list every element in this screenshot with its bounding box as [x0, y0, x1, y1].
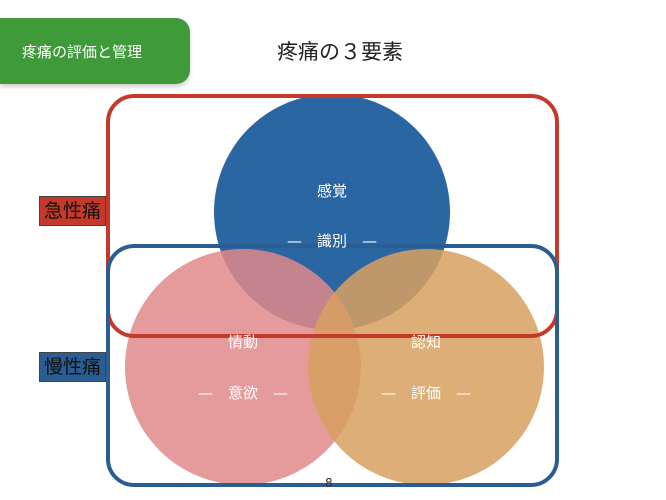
chronic-pain-label: 慢性痛	[39, 352, 107, 382]
acute-pain-label: 急性痛	[39, 196, 107, 226]
section-tab: 疼痛の評価と管理	[0, 18, 190, 84]
emotion-circle	[125, 249, 361, 485]
slide-title: 疼痛の３要素	[277, 40, 403, 64]
sensory-subtitle: — 識別 —	[287, 232, 377, 250]
page-number: 8	[325, 476, 333, 490]
acute-pain-frame	[106, 94, 559, 338]
emotion-title: 情動	[228, 333, 258, 351]
cognition-circle	[308, 249, 544, 485]
sensory-title: 感覚	[317, 182, 347, 200]
emotion-subtitle: — 意欲 —	[198, 384, 288, 402]
cognition-subtitle: — 評価 —	[381, 384, 471, 402]
cognition-title: 認知	[411, 333, 441, 351]
section-tab-label: 疼痛の評価と管理	[22, 42, 143, 61]
chronic-pain-frame	[106, 244, 559, 487]
